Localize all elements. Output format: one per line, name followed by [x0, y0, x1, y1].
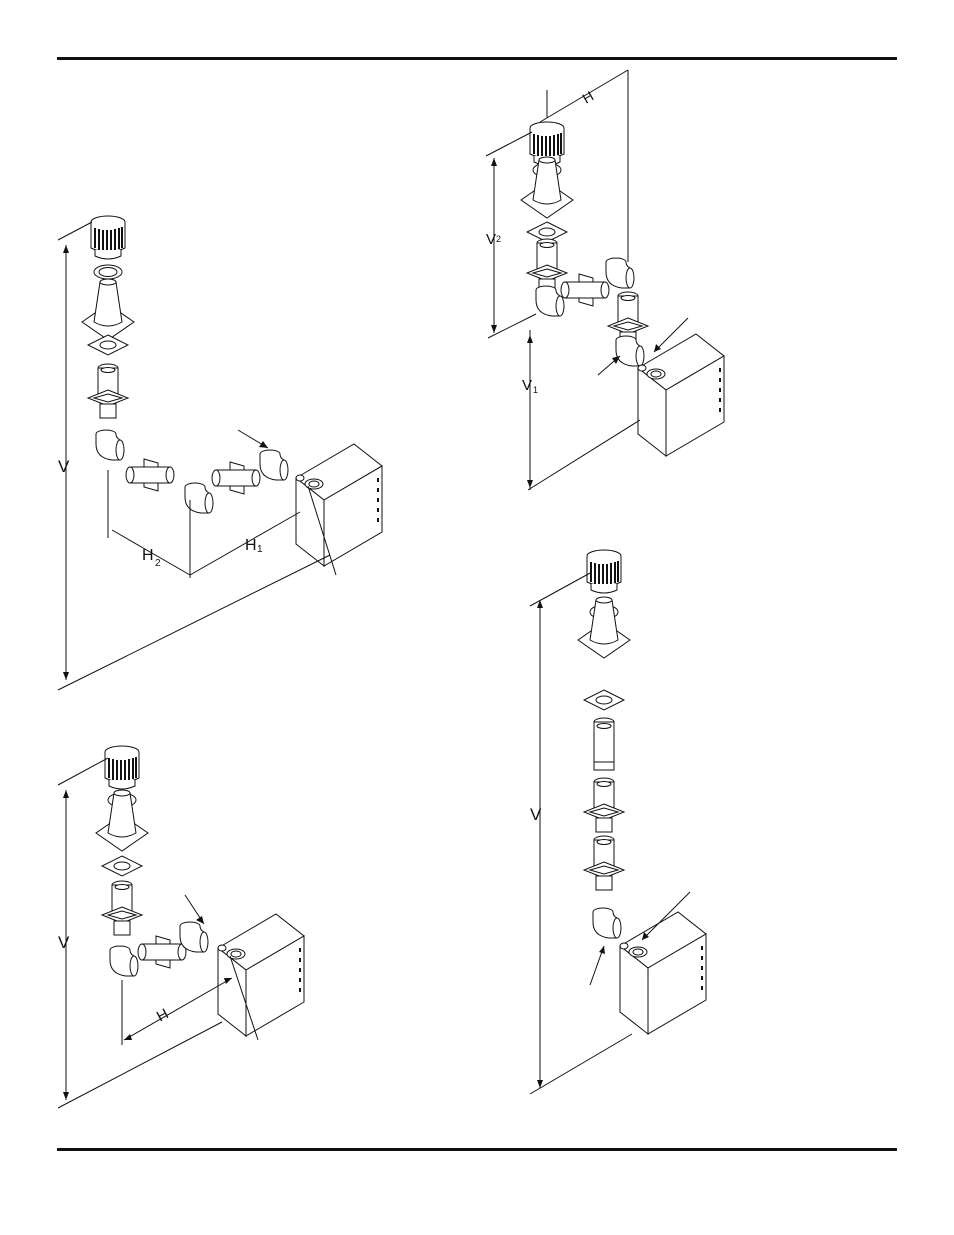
diagram-top-left: V H 2 H 1	[58, 216, 382, 690]
svg-text:H: H	[245, 537, 257, 554]
svg-text:V: V	[522, 377, 532, 394]
label-h-bottom-left: H	[154, 1005, 172, 1025]
label-v-bottom-left: V	[58, 933, 70, 952]
label-v2: V 2	[486, 231, 501, 248]
label-v-bottom-right: V	[530, 805, 542, 824]
svg-text:V: V	[58, 457, 70, 476]
diagram-bottom-left: V H	[58, 746, 304, 1108]
svg-text:V: V	[486, 231, 496, 248]
label-h2: H 2	[142, 547, 161, 569]
svg-text:V: V	[58, 933, 70, 952]
svg-text:2: 2	[155, 558, 161, 569]
svg-text:H: H	[142, 547, 154, 564]
svg-text:H: H	[154, 1005, 172, 1025]
svg-text:1: 1	[533, 385, 538, 395]
svg-text:1: 1	[257, 544, 263, 555]
diagram-bottom-right: V	[530, 550, 706, 1094]
svg-text:2: 2	[496, 234, 501, 244]
svg-text:V: V	[530, 805, 542, 824]
diagram-top-right: H V 2 V 1	[486, 70, 724, 490]
label-h1: H 1	[245, 537, 263, 555]
label-v-top-left: V	[58, 457, 70, 476]
label-v1: V 1	[522, 377, 538, 395]
